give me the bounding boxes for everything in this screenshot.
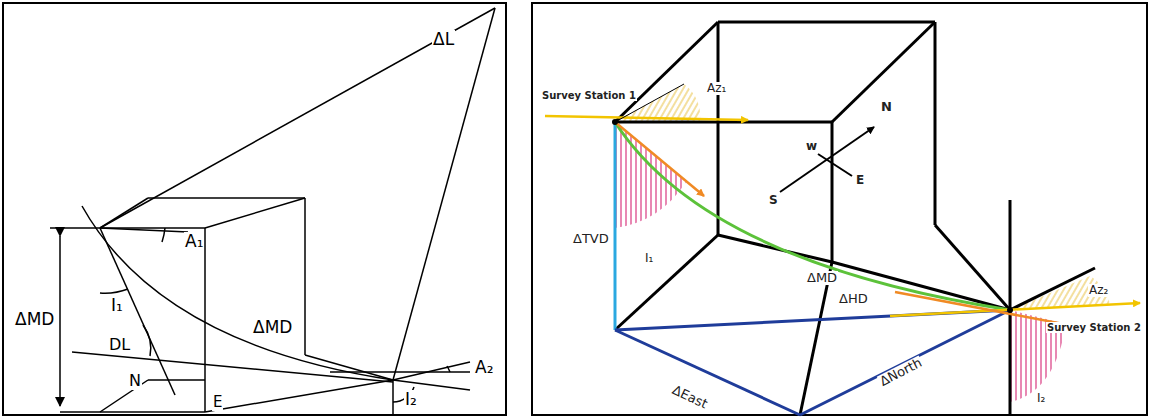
- label: Az₁: [706, 82, 727, 95]
- right-survey-box: [545, 22, 1140, 415]
- label: I₂: [1036, 392, 1046, 405]
- label: A₂: [474, 358, 494, 377]
- label: ΔMD: [806, 271, 838, 285]
- label: ΔL: [432, 30, 455, 49]
- panel-frame: [3, 3, 506, 415]
- left-survey-sketch: [50, 8, 495, 414]
- label: ΔNorth: [877, 355, 926, 389]
- label: ΔMD: [252, 318, 293, 337]
- label: N: [880, 100, 893, 114]
- panel-frame: [532, 3, 1147, 415]
- label: I₁: [644, 252, 654, 265]
- label: E: [212, 394, 223, 411]
- label: N: [128, 372, 142, 390]
- label: I₁: [110, 296, 124, 315]
- label: Survey Station 1: [541, 90, 637, 101]
- label: DL: [108, 336, 131, 354]
- label: I₂: [404, 390, 418, 409]
- label: ΔMD: [14, 310, 55, 329]
- label: E: [855, 174, 865, 187]
- label: ΔEast: [669, 383, 710, 412]
- label: Survey Station 2: [1046, 322, 1142, 333]
- label: ΔTVD: [572, 232, 610, 246]
- label: ΔHD: [838, 292, 869, 306]
- label: A₁: [184, 232, 204, 251]
- label: w: [805, 140, 818, 153]
- label: S: [768, 194, 779, 207]
- label: Az₂: [1088, 284, 1109, 297]
